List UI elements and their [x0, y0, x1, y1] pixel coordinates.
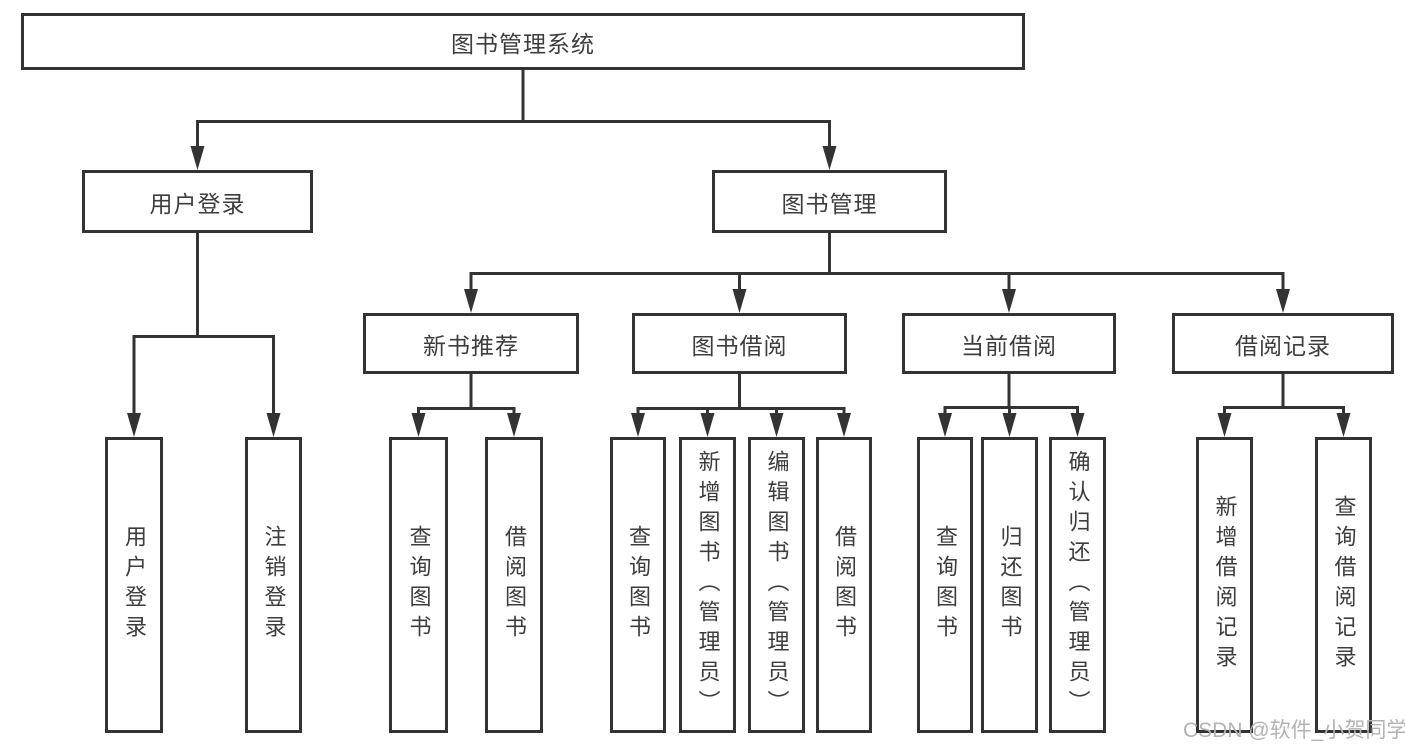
arrowhead — [1217, 413, 1232, 437]
connector-bookmgmt-to-level3 — [469, 233, 1285, 305]
node-root: 图书管理系统 — [21, 13, 1025, 70]
leaf-borrow-book-label: 借阅图书 — [832, 525, 857, 645]
leaf-user-login: 用户登录 — [105, 437, 163, 733]
connector-record-to-leaves — [1223, 374, 1345, 429]
leaf-logout-label: 注销登录 — [261, 525, 287, 645]
csdn-watermark: CSDN @软件_小贺同学 — [1183, 719, 1405, 742]
arrowhead — [190, 146, 205, 170]
leaf-newbook-query: 查询图书 — [389, 437, 448, 733]
leaf-borrow-add-admin: 新增图书（管理员） — [679, 437, 736, 733]
leaf-return-book: 归还图书 — [981, 437, 1038, 733]
arrowhead — [1276, 289, 1290, 313]
node-book-management: 图书管理 — [712, 170, 947, 233]
node-user-login-label: 用户登录 — [149, 190, 246, 217]
arrowheads — [127, 146, 1351, 437]
arrowhead — [1002, 289, 1016, 313]
node-book-borrow-label: 图书借阅 — [691, 332, 788, 359]
arrowhead — [700, 413, 715, 437]
node-current-borrow-label: 当前借阅 — [961, 332, 1057, 359]
leaf-add-borrow-record-label: 新增借阅记录 — [1212, 495, 1238, 675]
node-borrow-record-label: 借阅记录 — [1235, 332, 1331, 359]
leaf-confirm-return-admin-label: 确认归还（管理员） — [1065, 450, 1091, 720]
arrowhead — [464, 289, 478, 313]
node-new-book-recommend-label: 新书推荐 — [423, 332, 519, 359]
arrowhead — [1336, 413, 1351, 437]
leaf-return-book-label: 归还图书 — [997, 525, 1023, 645]
leaf-borrow-edit-admin-label: 编辑图书（管理员） — [764, 450, 790, 720]
connector-newbook-to-leaves — [417, 374, 516, 429]
leaf-borrow-edit-admin: 编辑图书（管理员） — [748, 437, 805, 733]
node-new-book-recommend: 新书推荐 — [363, 313, 579, 374]
leaf-borrow-book: 借阅图书 — [816, 437, 872, 733]
arrowhead — [266, 413, 281, 437]
node-root-label: 图书管理系统 — [451, 30, 595, 57]
leaf-query-borrow-record: 查询借阅记录 — [1315, 437, 1372, 733]
connector-userlogin-to-leaves — [132, 233, 275, 429]
arrowhead — [1002, 413, 1017, 437]
arrowhead — [631, 413, 645, 437]
arrowhead — [822, 146, 837, 170]
arrowhead — [732, 289, 747, 313]
node-current-borrow: 当前借阅 — [902, 313, 1116, 374]
arrowhead — [507, 413, 521, 437]
arrowhead — [1070, 413, 1085, 437]
connector-root-to-level2 — [196, 70, 831, 162]
leaf-borrow-query-label: 查询图书 — [626, 525, 651, 645]
leaf-borrow-query: 查询图书 — [610, 437, 666, 733]
node-borrow-record: 借阅记录 — [1172, 313, 1394, 374]
leaf-current-query: 查询图书 — [917, 437, 973, 733]
leaf-current-query-label: 查询图书 — [933, 525, 958, 645]
arrowhead — [837, 413, 851, 437]
leaf-newbook-query-label: 查询图书 — [406, 525, 432, 645]
leaf-logout: 注销登录 — [245, 437, 302, 733]
leaf-query-borrow-record-label: 查询借阅记录 — [1331, 495, 1357, 675]
leaf-borrow-add-admin-label: 新增图书（管理员） — [695, 450, 721, 720]
leaf-newbook-borrow: 借阅图书 — [485, 437, 543, 733]
arrowhead — [127, 413, 141, 437]
leaf-add-borrow-record: 新增借阅记录 — [1196, 437, 1253, 733]
arrowhead — [938, 413, 952, 437]
arrowhead — [769, 413, 784, 437]
node-book-management-label: 图书管理 — [781, 190, 878, 217]
node-user-login: 用户登录 — [82, 170, 313, 233]
node-book-borrow: 图书借阅 — [632, 313, 847, 374]
leaf-user-login-label: 用户登录 — [122, 525, 147, 645]
leaf-confirm-return-admin: 确认归还（管理员） — [1049, 437, 1106, 733]
arrowhead — [411, 413, 426, 437]
leaf-newbook-borrow-label: 借阅图书 — [502, 525, 527, 645]
connector-borrow-to-leaves — [636, 374, 846, 429]
